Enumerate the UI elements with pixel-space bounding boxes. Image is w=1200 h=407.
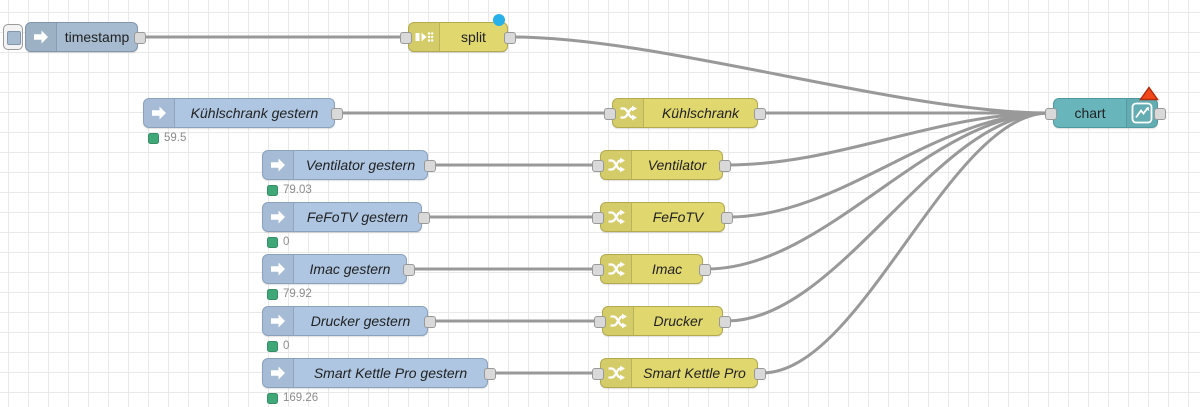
node-label: Ventilator (647, 157, 707, 173)
node-status: 79.92 (267, 288, 312, 300)
status-text: 59.5 (164, 132, 187, 144)
inject-arrow-icon (263, 151, 294, 179)
inject-button-inner (7, 31, 21, 45)
node-timestamp[interactable]: timestamp (25, 22, 146, 52)
inject-arrow-icon (144, 99, 175, 127)
status-dot-icon (267, 184, 278, 196)
node-imac[interactable]: Imac (592, 254, 711, 284)
output-port[interactable] (719, 160, 731, 172)
node-smart-kettle-pro-gestern[interactable]: Smart Kettle Pro gestern (262, 358, 496, 388)
node-label: Imac gestern (309, 261, 391, 277)
input-port[interactable] (604, 108, 616, 120)
node-label: Drucker gestern (310, 313, 411, 329)
node-kuehlschrank-gestern[interactable]: Kühlschrank gestern (143, 98, 343, 128)
wire-drucker-to-chart[interactable] (725, 111, 1051, 323)
node-status: 59.5 (148, 132, 186, 144)
wire-fefotv-to-chart[interactable] (727, 111, 1051, 219)
node-drucker[interactable]: Drucker (594, 306, 731, 336)
node-label: Imac (651, 261, 683, 277)
output-port[interactable] (403, 264, 415, 276)
input-port[interactable] (592, 160, 604, 172)
node-status: 79.03 (267, 184, 312, 196)
wire-smart-kettle-pro-to-chart[interactable] (760, 111, 1051, 375)
status-dot-icon (267, 288, 278, 300)
output-port[interactable] (754, 368, 766, 380)
input-port[interactable] (1045, 108, 1057, 120)
node-label: FeFoTV gestern (306, 209, 409, 225)
status-text: 0 (283, 340, 290, 352)
changed-badge-icon (493, 14, 505, 26)
node-imac-gestern[interactable]: Imac gestern (262, 254, 415, 284)
inject-arrow-icon (263, 203, 294, 231)
output-port[interactable] (699, 264, 711, 276)
status-text: 79.03 (283, 184, 312, 196)
status-dot-icon (148, 132, 159, 144)
node-status: 0 (267, 236, 289, 248)
output-port[interactable] (134, 32, 146, 44)
inject-arrow-icon (263, 255, 294, 283)
output-port[interactable] (1154, 108, 1166, 120)
node-label: timestamp (64, 29, 130, 45)
node-fefotv[interactable]: FeFoTV (592, 202, 733, 232)
error-triangle-icon (1139, 86, 1159, 101)
output-port[interactable] (424, 316, 436, 328)
node-label: chart (1074, 105, 1106, 121)
status-dot-icon (267, 392, 278, 404)
shuffle-icon (601, 151, 632, 179)
wire-imac-to-chart[interactable] (705, 111, 1051, 271)
node-drucker-gestern[interactable]: Drucker gestern (262, 306, 436, 336)
inject-arrow-icon (263, 307, 294, 335)
inject-arrow-icon (26, 23, 57, 51)
shuffle-icon (601, 203, 632, 231)
shuffle-icon (601, 255, 632, 283)
output-port[interactable] (484, 368, 496, 380)
node-smart-kettle-pro[interactable]: Smart Kettle Pro (592, 358, 766, 388)
status-dot-icon (267, 340, 278, 352)
output-port[interactable] (754, 108, 766, 120)
node-ventilator-gestern[interactable]: Ventilator gestern (262, 150, 436, 180)
wire-ventilator-to-chart[interactable] (725, 111, 1051, 167)
chart-icon (1126, 99, 1157, 127)
node-status: 0 (267, 340, 289, 352)
status-text: 0 (283, 236, 290, 248)
status-dot-icon (267, 236, 278, 248)
node-split[interactable]: split (400, 14, 516, 52)
node-label: Smart Kettle Pro (643, 365, 746, 381)
node-label: Smart Kettle Pro gestern (313, 365, 468, 381)
status-text: 79.92 (283, 288, 312, 300)
status-text: 169.26 (283, 392, 319, 404)
node-kuehlschrank[interactable]: Kühlschrank (604, 98, 766, 128)
shuffle-icon (603, 307, 634, 335)
node-label: FeFoTV (652, 209, 704, 225)
inject-button[interactable] (3, 24, 23, 50)
node-label: Drucker (653, 313, 703, 329)
output-port[interactable] (719, 316, 731, 328)
output-port[interactable] (331, 108, 343, 120)
input-port[interactable] (592, 264, 604, 276)
node-label: Kühlschrank (661, 105, 740, 121)
node-label: Kühlschrank gestern (190, 105, 319, 121)
node-label: Ventilator gestern (305, 157, 416, 173)
input-port[interactable] (594, 316, 606, 328)
output-port[interactable] (418, 212, 430, 224)
wire-split-to-chart[interactable] (510, 35, 1051, 115)
output-port[interactable] (504, 32, 516, 44)
output-port[interactable] (721, 212, 733, 224)
input-port[interactable] (400, 32, 412, 44)
inject-arrow-icon (263, 359, 294, 387)
node-label: split (461, 29, 486, 45)
input-port[interactable] (592, 368, 604, 380)
node-fefotv-gestern[interactable]: FeFoTV gestern (262, 202, 430, 232)
node-chart[interactable]: chart (1045, 86, 1166, 128)
node-status: 169.26 (267, 392, 318, 404)
shuffle-icon (613, 99, 644, 127)
split-icon (409, 23, 440, 51)
input-port[interactable] (592, 212, 604, 224)
node-ventilator[interactable]: Ventilator (592, 150, 731, 180)
output-port[interactable] (424, 160, 436, 172)
shuffle-icon (601, 359, 632, 387)
